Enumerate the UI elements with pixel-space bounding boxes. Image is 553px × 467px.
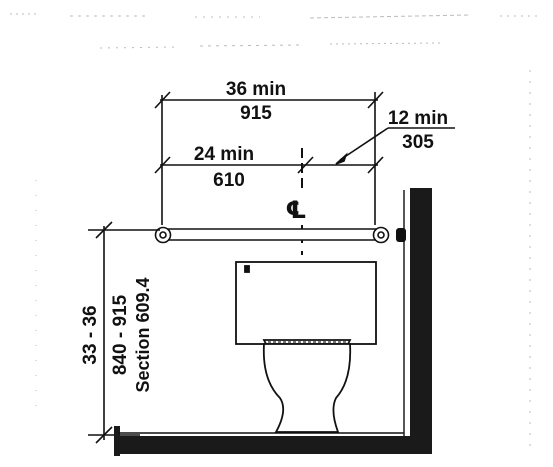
tick-mark bbox=[95, 221, 113, 239]
tick-mark bbox=[154, 156, 171, 174]
floor bbox=[118, 436, 432, 454]
flush-handle bbox=[244, 265, 250, 273]
scan-noise bbox=[10, 13, 540, 450]
dim-overall-bottom: 915 bbox=[240, 103, 272, 124]
dim-overall-top: 36 min bbox=[226, 79, 286, 100]
grab-bar-flange-left-inner bbox=[159, 231, 167, 239]
section-reference: Section 609.4 bbox=[133, 277, 153, 392]
tick-mark bbox=[297, 156, 314, 174]
dim-inner-bottom: 610 bbox=[213, 170, 245, 191]
overall-dimension bbox=[154, 91, 384, 225]
grab-bar-rail bbox=[159, 228, 386, 241]
tick-mark bbox=[367, 91, 384, 109]
inner-dimension bbox=[154, 156, 384, 174]
toilet-tank bbox=[235, 261, 377, 345]
centerline-symbol: ℄ bbox=[285, 197, 307, 224]
tick-mark bbox=[154, 91, 171, 109]
leader-line bbox=[339, 127, 389, 161]
wall-offset-leader bbox=[335, 127, 455, 165]
wall-mount-bracket bbox=[396, 228, 406, 242]
dim-inner-top: 24 min bbox=[194, 144, 254, 165]
tick-mark bbox=[95, 426, 113, 444]
height-range-metric: 840 - 915 bbox=[110, 294, 131, 375]
toilet-bowl bbox=[262, 343, 352, 433]
grab-bar bbox=[154, 226, 390, 244]
wall-and-floor bbox=[114, 188, 432, 456]
floor-end-break bbox=[114, 426, 120, 456]
leader-arrowhead bbox=[335, 152, 348, 165]
height-range-imperial: 33 - 36 bbox=[80, 305, 101, 364]
grab-bar-flange-right-inner bbox=[377, 231, 385, 239]
toilet bbox=[235, 261, 377, 433]
tick-mark bbox=[367, 156, 384, 174]
dim-wall-top: 12 min bbox=[388, 108, 448, 129]
side-wall bbox=[410, 188, 432, 440]
dim-wall-bottom: 305 bbox=[402, 132, 434, 153]
